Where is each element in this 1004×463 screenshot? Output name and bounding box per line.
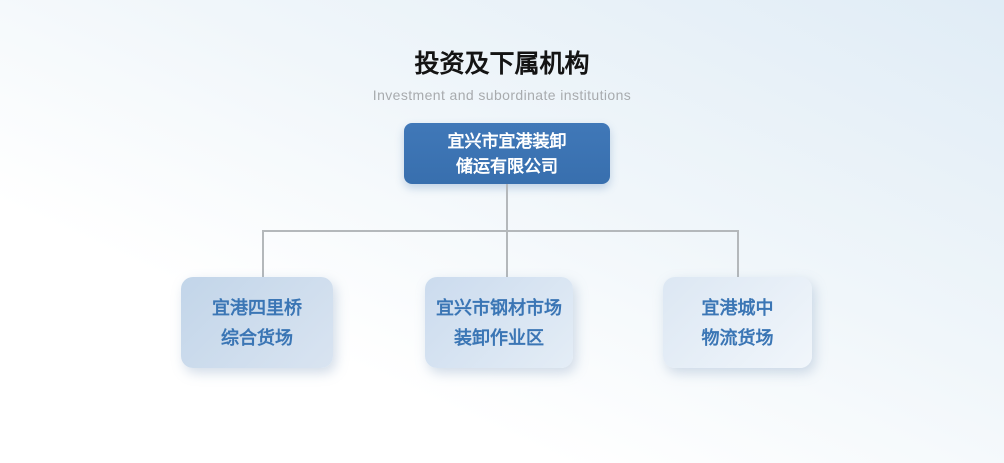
org-node-child-1-line1: 宜港四里桥 [212, 297, 302, 318]
connector-horizontal [262, 230, 739, 232]
org-node-child-2: 宜兴市钢材市场 装卸作业区 [425, 277, 573, 368]
page-subtitle: Investment and subordinate institutions [372, 87, 632, 103]
org-node-child-3-line1: 宜港城中 [701, 297, 774, 318]
org-node-child-3-line2: 物流货场 [701, 327, 774, 348]
connector-root-vertical [506, 184, 508, 231]
connector-child-3-vertical [737, 231, 739, 278]
org-node-child-3: 宜港城中 物流货场 [663, 277, 812, 368]
org-node-child-1-line2: 综合货场 [221, 327, 293, 348]
page-header: 投资及下属机构 Investment and subordinate insti… [0, 44, 1004, 103]
connector-child-2-vertical [506, 231, 508, 278]
org-node-root-line1: 宜兴市宜港装卸 [447, 131, 567, 151]
org-node-child-2-line2: 装卸作业区 [454, 327, 544, 348]
connector-child-1-vertical [262, 231, 264, 278]
org-node-root-line2: 储运有限公司 [456, 156, 558, 176]
org-node-child-2-line1: 宜兴市钢材市场 [436, 297, 562, 318]
org-node-root: 宜兴市宜港装卸 储运有限公司 [404, 123, 610, 184]
org-node-child-1: 宜港四里桥 综合货场 [181, 277, 333, 368]
page-title: 投资及下属机构 [414, 50, 590, 78]
